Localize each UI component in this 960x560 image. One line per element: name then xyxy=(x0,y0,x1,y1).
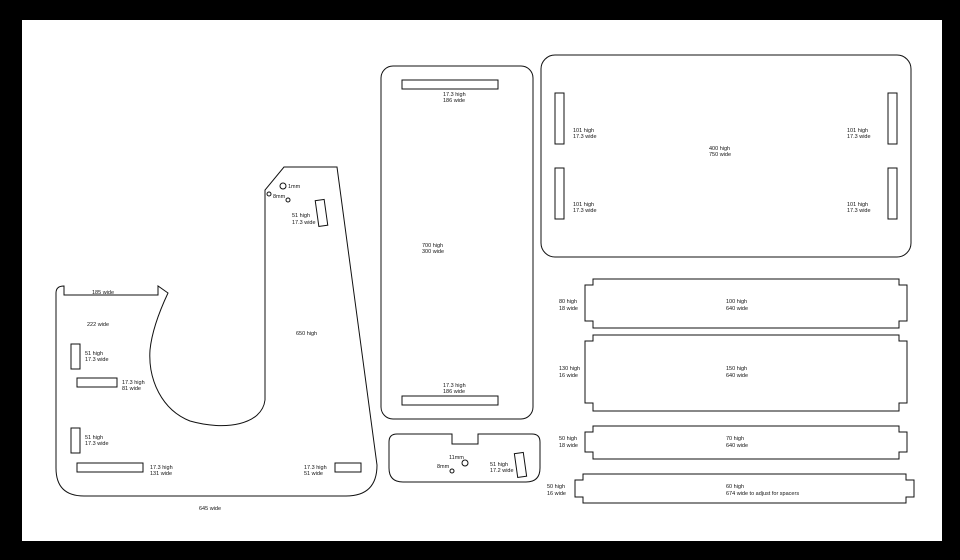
side-bottom-width: 645 wide xyxy=(199,506,221,512)
side-slot-left-2-label-2: 17.3 wide xyxy=(85,441,109,447)
side-slot-top xyxy=(314,198,329,227)
base-slot-tr-label-1: 101 high xyxy=(847,128,868,134)
shelf-1-outline xyxy=(584,278,908,329)
shelf-1-size-label-2: 640 wide xyxy=(726,306,748,312)
bracket-hole-b-icon xyxy=(449,468,455,474)
shelf-4-size-label-1: 60 high xyxy=(726,484,744,490)
back-slot-top xyxy=(401,79,499,90)
side-slot-horiz-2-label-1: 17.3 high xyxy=(150,465,173,471)
side-slot-horiz-1 xyxy=(76,377,118,388)
back-size-label-1: 700 high xyxy=(422,243,443,249)
shelf-1-end-label-2: 18 wide xyxy=(559,306,578,312)
bracket-slot-label-2: 17.2 wide xyxy=(490,468,514,474)
bracket-hole-a-icon xyxy=(461,459,469,467)
base-size-label-2: 750 wide xyxy=(709,152,731,158)
shelf-3-end-label-2: 18 wide xyxy=(559,443,578,449)
side-slot-bottom-right xyxy=(334,462,362,473)
shelf-2-size-label-2: 640 wide xyxy=(726,373,748,379)
shelf-2-outline xyxy=(584,334,908,412)
base-slot-bl-label-1: 101 high xyxy=(573,202,594,208)
back-top-slot-label-1: 17.3 high xyxy=(443,92,466,98)
cut-sheet: 185 wide 222 wide 650 high 645 wide 1mm … xyxy=(22,20,942,541)
back-panel-outline xyxy=(380,65,534,420)
side-slot-horiz-1-label-2: 81 wide xyxy=(122,386,141,392)
base-slot-br-label-1: 101 high xyxy=(847,202,868,208)
shelf-4-size-label-2: 674 wide to adjust for spacers xyxy=(726,491,799,497)
side-slot-top-label-2: 17.3 wide xyxy=(292,220,316,226)
shelf-3-outline xyxy=(584,425,908,460)
side-hole-a-label: 1mm xyxy=(288,184,301,190)
side-slot-br-label-1: 17.3 high xyxy=(304,465,327,471)
shelf-2-end-label-1: 130 high xyxy=(559,366,580,372)
side-panel-outline xyxy=(55,166,378,497)
base-panel-outline xyxy=(540,54,912,258)
base-slot-tr-label-2: 17.3 wide xyxy=(847,134,871,140)
back-bottom-slot-label-1: 17.3 high xyxy=(443,383,466,389)
side-top-width: 185 wide xyxy=(92,290,114,296)
back-top-slot-label-2: 186 wide xyxy=(443,98,465,104)
bracket-slot xyxy=(513,451,528,479)
side-slot-top-label-1: 51 high xyxy=(292,213,310,219)
bracket-hole-a-label: 11mm xyxy=(449,455,464,461)
shelf-3-end-label-1: 50 high xyxy=(559,436,577,442)
shelf-3-size-label-1: 70 high xyxy=(726,436,744,442)
side-inner-width: 222 wide xyxy=(87,322,109,328)
bracket-hole-b-label: 8mm xyxy=(437,464,450,470)
back-slot-bottom xyxy=(401,395,499,406)
shelf-4-end-label-2: 16 wide xyxy=(547,491,566,497)
side-hole-b-label: 8mm xyxy=(273,194,286,200)
side-slot-left-1 xyxy=(70,343,81,370)
side-slot-left-1-label-1: 51 high xyxy=(85,351,103,357)
side-slot-left-2-label-1: 51 high xyxy=(85,435,103,441)
shelf-4-outline xyxy=(574,473,915,504)
side-slot-br-label-2: 51 wide xyxy=(304,471,323,477)
shelf-4-end-label-1: 50 high xyxy=(547,484,565,490)
side-hole-a-icon xyxy=(279,182,287,190)
side-slot-left-2 xyxy=(70,427,81,454)
base-slot-br xyxy=(887,167,898,220)
shelf-2-size-label-1: 150 high xyxy=(726,366,747,372)
side-slot-horiz-2 xyxy=(76,462,144,473)
side-hole-c-icon xyxy=(285,197,291,203)
base-slot-bl-label-2: 17.3 wide xyxy=(573,208,597,214)
base-slot-tl xyxy=(554,92,565,145)
shelf-1-end-label-1: 80 high xyxy=(559,299,577,305)
base-slot-tl-label-1: 101 high xyxy=(573,128,594,134)
base-slot-bl xyxy=(554,167,565,220)
shelf-2-end-label-2: 16 wide xyxy=(559,373,578,379)
side-slot-horiz-1-label-1: 17.3 high xyxy=(122,380,145,386)
side-height: 650 high xyxy=(296,331,317,337)
side-slot-left-1-label-2: 17.3 wide xyxy=(85,357,109,363)
back-bottom-slot-label-2: 186 wide xyxy=(443,389,465,395)
bracket-slot-label-1: 51 high xyxy=(490,462,508,468)
shelf-1-size-label-1: 100 high xyxy=(726,299,747,305)
shelf-3-size-label-2: 640 wide xyxy=(726,443,748,449)
cutting-diagram: 185 wide 222 wide 650 high 645 wide 1mm … xyxy=(55,54,915,512)
base-slot-tl-label-2: 17.3 wide xyxy=(573,134,597,140)
side-hole-b-icon xyxy=(266,191,272,197)
back-size-label-2: 300 wide xyxy=(422,249,444,255)
side-slot-horiz-2-label-2: 131 wide xyxy=(150,471,172,477)
base-slot-tr xyxy=(887,92,898,145)
base-slot-br-label-2: 17.3 wide xyxy=(847,208,871,214)
base-size-label-1: 400 high xyxy=(709,146,730,152)
small-bracket-outline xyxy=(388,433,541,483)
